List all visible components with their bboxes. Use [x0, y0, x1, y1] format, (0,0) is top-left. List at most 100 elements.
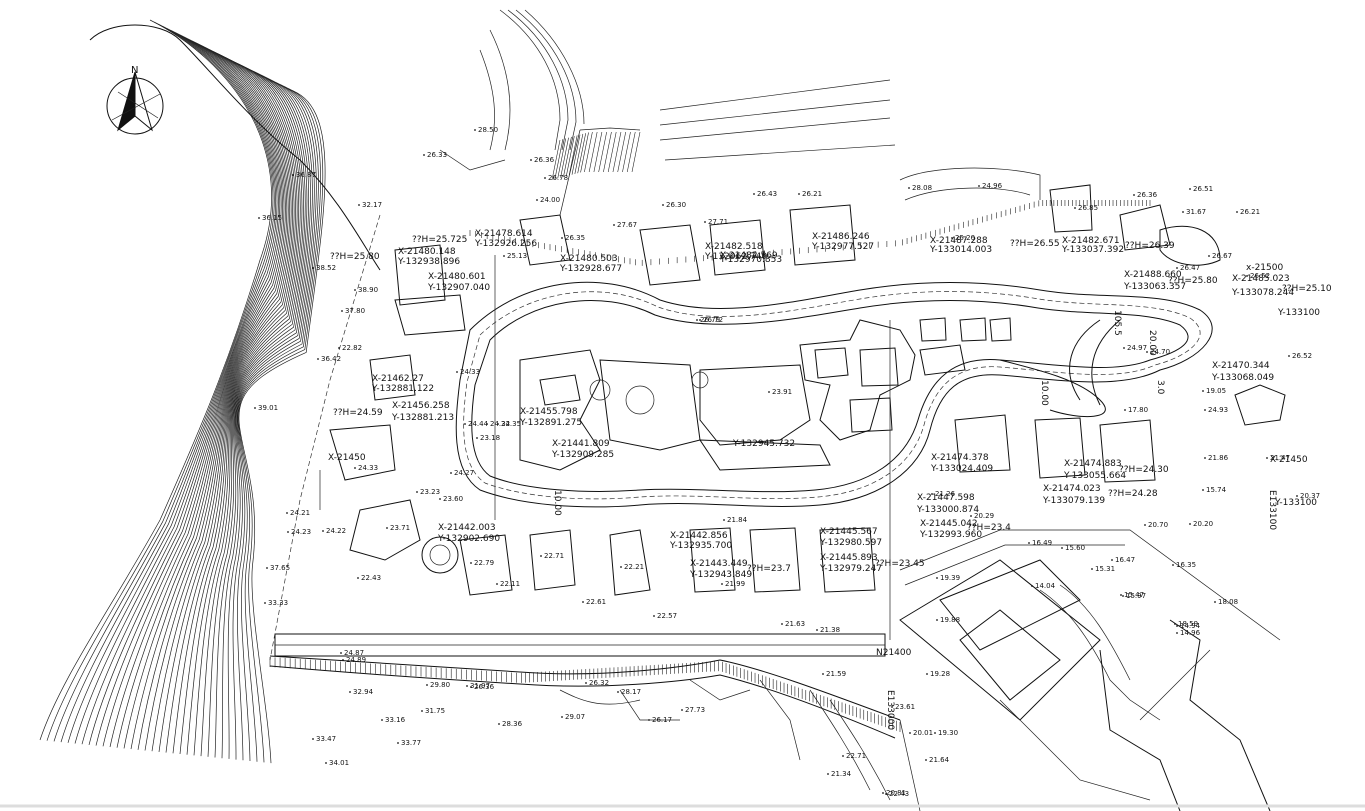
spot-elevation: 20.81: [886, 789, 906, 797]
contour-line: [238, 86, 324, 763]
spot-elevation: 14.94: [1180, 622, 1201, 630]
coordinate-label: X-21445.042: [920, 519, 978, 529]
north-hatch-tick: [580, 132, 589, 173]
spot-elevation: 38.90: [358, 286, 378, 294]
spot-elevation: 24.23: [291, 528, 311, 536]
contour-line: [158, 55, 296, 752]
spot-marker: [1208, 255, 1210, 257]
spot-elevation: 22.71: [544, 552, 564, 560]
north-label: N: [131, 65, 138, 76]
spot-elevation: 23.23: [420, 488, 440, 496]
coordinate-label: X-21450: [328, 453, 366, 463]
coordinate-label: X-21480.503: [560, 254, 618, 264]
spot-elevation: 26.36: [534, 156, 555, 164]
spot-marker: [908, 187, 910, 189]
spot-elevation: 16.47: [1115, 556, 1135, 564]
spot-marker: [1176, 267, 1178, 269]
spot-elevation: 26.30: [666, 201, 686, 209]
height-label: ??H=25.80: [1168, 276, 1218, 286]
north-hatch-tick: [612, 131, 622, 173]
coordinate-label: Y-132926.256: [474, 239, 537, 249]
coordinate-label: Y-132945.732: [732, 439, 795, 449]
south-west-slope-lines: [559, 679, 891, 801]
spot-marker: [753, 193, 755, 195]
spot-elevation: 26.32: [589, 679, 609, 687]
spot-marker: [456, 371, 458, 373]
spot-elevation: 26.17: [652, 716, 672, 724]
spot-marker: [381, 719, 383, 721]
hill-outline: [89, 24, 381, 271]
spot-marker: [798, 193, 800, 195]
spot-marker: [497, 423, 499, 425]
north-hatch-tick: [617, 131, 627, 173]
spot-marker: [357, 577, 359, 579]
spot-marker: [681, 709, 683, 711]
spot-marker: [1120, 594, 1122, 596]
spot-elevation: 21.86: [1208, 454, 1229, 462]
contour-line: [137, 49, 292, 750]
spot-elevation: 21.47: [1270, 454, 1290, 462]
height-label: ??H=24.59: [333, 408, 383, 418]
height-label: ??H=23.4: [967, 523, 1011, 533]
spot-elevation: 23.61: [895, 703, 915, 711]
spot-elevation: 24.35: [501, 420, 521, 428]
spot-elevation: 24.33: [460, 368, 480, 376]
coordinate-label: Y-132979.247: [819, 564, 882, 574]
contour-line: [193, 65, 304, 756]
spot-marker: [827, 773, 829, 775]
coordinate-label: Y-133079.139: [1042, 496, 1105, 506]
height-label: ??H=24.30: [1119, 465, 1169, 475]
spot-marker: [486, 423, 488, 425]
spot-elevation: 24.27: [454, 469, 474, 477]
coordinate-label: Y-132977.527: [811, 242, 874, 252]
coordinate-label: Y-133000.874: [916, 505, 979, 515]
spot-marker: [885, 793, 887, 795]
north-hatch-tick: [584, 131, 593, 173]
height-label: ??H=26.55: [1010, 239, 1060, 249]
spot-elevation: 21.59: [826, 670, 846, 678]
contour-line: [200, 67, 306, 757]
spot-elevation: 24.93: [1208, 406, 1228, 414]
spot-elevation: 22.71: [846, 752, 866, 760]
north-hatch-tick: [577, 133, 587, 174]
spot-elevation: 31.97: [470, 682, 490, 690]
spot-marker: [1061, 547, 1063, 549]
grid-label: E133100: [1267, 490, 1277, 530]
south-slope-hatching: [269, 657, 901, 732]
contour-line: [53, 23, 275, 742]
spot-marker: [287, 531, 289, 533]
spot-elevation: 22.57: [657, 612, 677, 620]
spot-elevation: 23.18: [480, 434, 500, 442]
spot-marker: [349, 691, 351, 693]
spot-marker: [1091, 568, 1093, 570]
spot-marker: [936, 619, 938, 621]
spot-marker: [530, 159, 532, 161]
coordinate-label: Y-132902.690: [437, 534, 500, 544]
spot-marker: [354, 289, 356, 291]
coordinate-label: X-21478.614: [475, 229, 533, 239]
spot-marker: [1288, 355, 1290, 357]
coordinate-label: X-21441.809: [552, 439, 610, 449]
contour-line: [116, 42, 288, 748]
spot-elevation: 31.67: [1186, 208, 1206, 216]
contour-line: [88, 34, 282, 745]
spot-marker: [264, 602, 266, 604]
villa-footprints: [329, 184, 1286, 596]
spot-elevation: 20.70: [1148, 521, 1168, 529]
contour-line: [237, 84, 321, 762]
annotation-labels: X-21478.614Y-132926.256X-21480.148Y-1329…: [254, 126, 1332, 798]
north-hatch-tick: [563, 136, 572, 178]
coordinate-label: Y-133100: [1274, 498, 1317, 508]
spot-marker: [1246, 275, 1248, 277]
spot-marker: [978, 185, 980, 187]
spot-elevation: 15.31: [1095, 565, 1115, 573]
spot-marker: [1204, 409, 1206, 411]
coordinate-label: Y-132993.960: [919, 530, 982, 540]
spot-marker: [613, 224, 615, 226]
spot-elevation: 24.44: [468, 420, 489, 428]
spot-marker: [1176, 632, 1178, 634]
north-building-strip: [519, 204, 856, 286]
spot-marker: [696, 319, 698, 321]
coordinate-label: x-21500: [1246, 263, 1283, 273]
spot-marker: [1172, 564, 1174, 566]
